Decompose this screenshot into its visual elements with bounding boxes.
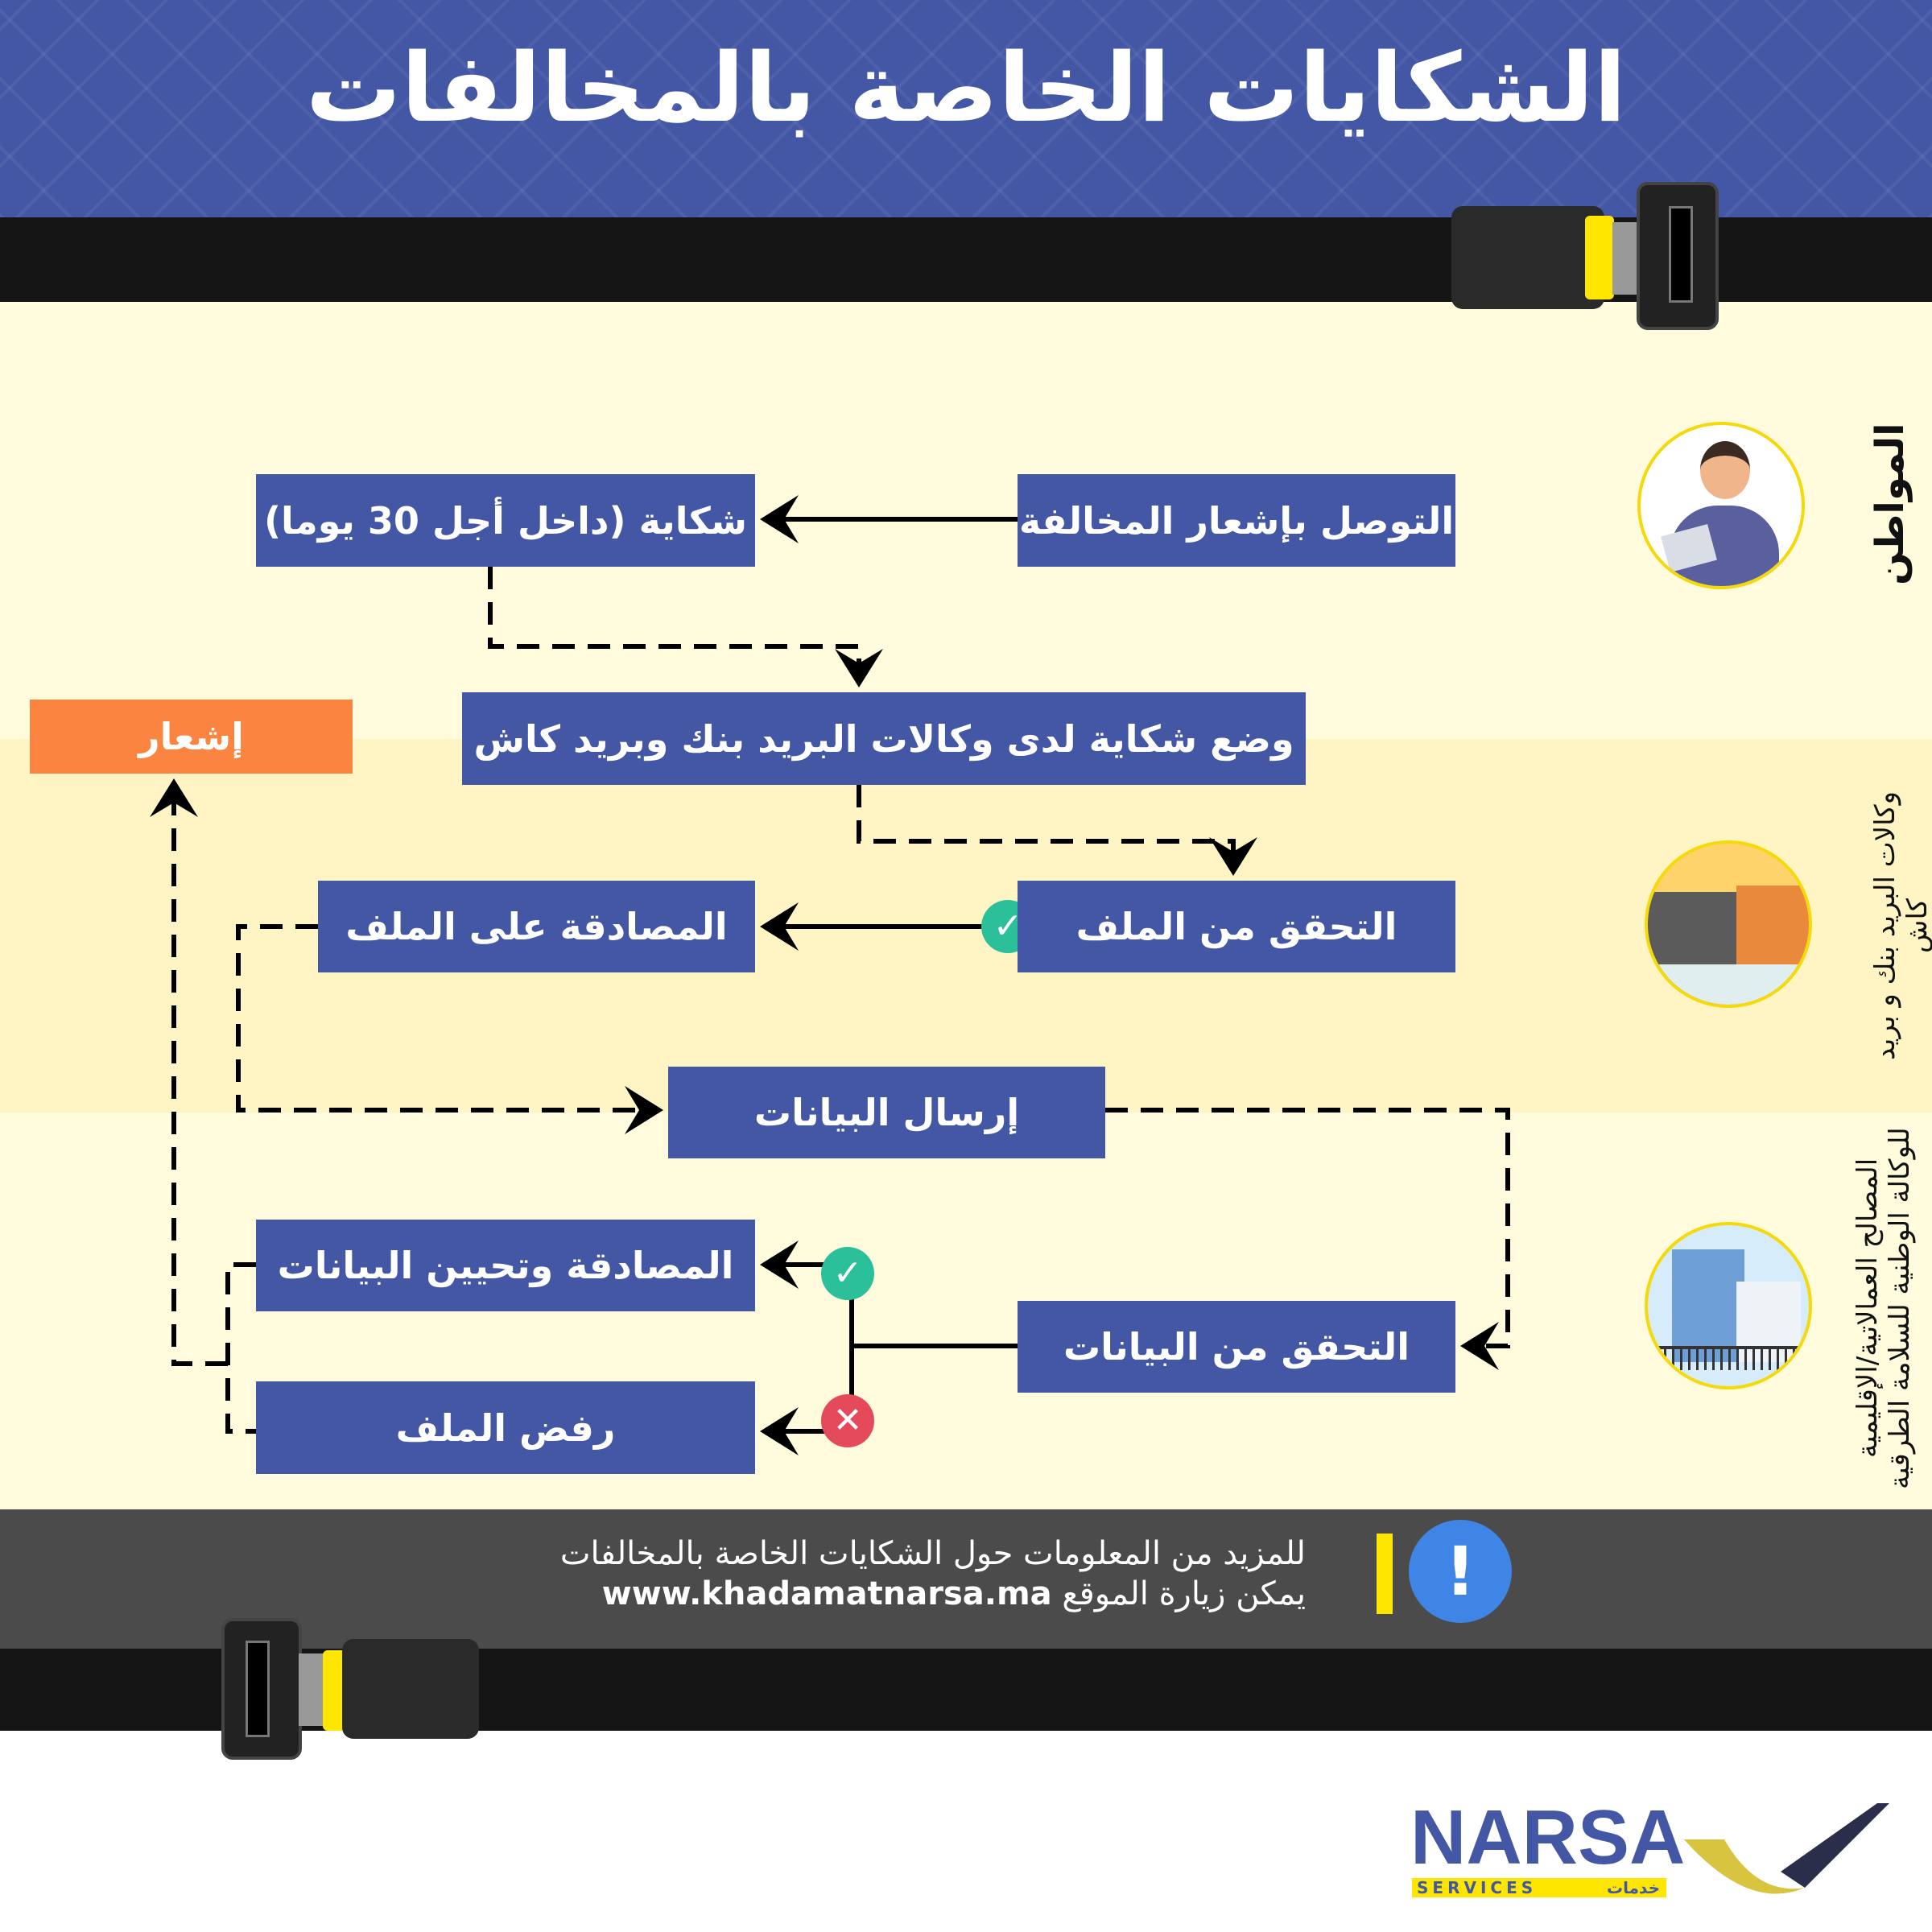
- logo-tagline: SERVICES خدمات: [1412, 1878, 1666, 1897]
- info-exclamation-icon: !: [1409, 1520, 1512, 1623]
- lane-label-post-agency: وكالات البريد بنك و بريد كاش: [1869, 791, 1932, 1061]
- step-send-data: إرسال البيانات: [668, 1067, 1105, 1158]
- seatbelt-buckle-icon: [221, 1618, 479, 1760]
- step-reject-file: رفض الملف: [256, 1381, 755, 1474]
- post-agency-icon: [1645, 840, 1812, 1008]
- footer-line2: يمكن زيارة الموقع: [1062, 1575, 1306, 1612]
- narsa-logo: NARSA SERVICES خدمات: [1410, 1799, 1893, 1912]
- page-title: الشكايات الخاصة بالمخالفات: [305, 32, 1627, 143]
- step-complaint: شكاية (داخل أجل 30 يوما): [256, 474, 755, 567]
- step-notification: إشعار: [30, 700, 353, 774]
- reject-x-icon: ✕: [821, 1394, 874, 1447]
- bottom-area: [0, 1731, 1932, 1932]
- narsa-building-icon: [1645, 1222, 1812, 1389]
- logo-name: NARSA: [1410, 1794, 1686, 1880]
- lane-label-citizen: المواطن: [1868, 423, 1913, 585]
- road-check-icon: [1684, 1803, 1889, 1894]
- seatbelt-buckle-icon: [1451, 182, 1719, 330]
- header-banner: [0, 0, 1932, 217]
- accent-bar: [1377, 1534, 1393, 1614]
- step-verify-file: التحقق من الملف: [1018, 881, 1455, 972]
- step-receive-notice: التوصل بإشعار المخالفة: [1018, 474, 1455, 567]
- logo-arabic: خدمات: [1607, 1878, 1660, 1897]
- website-link[interactable]: www.khadamatnarsa.ma: [601, 1575, 1052, 1612]
- check-icon: ✓: [821, 1247, 874, 1300]
- logo-services: SERVICES: [1417, 1878, 1538, 1897]
- lane-label-narsa-line1: المصالح العمالاتية/الإقليمية: [1852, 1158, 1884, 1459]
- footer-line1: للمزيد من المعلومات حول الشكايات الخاصة …: [559, 1535, 1306, 1572]
- citizen-icon: [1637, 422, 1805, 589]
- step-verify-data: التحقق من البيانات: [1018, 1301, 1455, 1393]
- lane-label-narsa-line2: للوكالة الوطنية للسلامة الطرقية: [1884, 1127, 1916, 1489]
- step-submit-complaint: وضع شكاية لدى وكالات البريد بنك وبريد كا…: [462, 692, 1306, 785]
- footer-text: للمزيد من المعلومات حول الشكايات الخاصة …: [560, 1534, 1306, 1614]
- step-approve-update: المصادقة وتحيين البيانات: [256, 1220, 755, 1311]
- step-approve-file: المصادقة على الملف: [318, 881, 755, 972]
- info-footer: [0, 1509, 1932, 1649]
